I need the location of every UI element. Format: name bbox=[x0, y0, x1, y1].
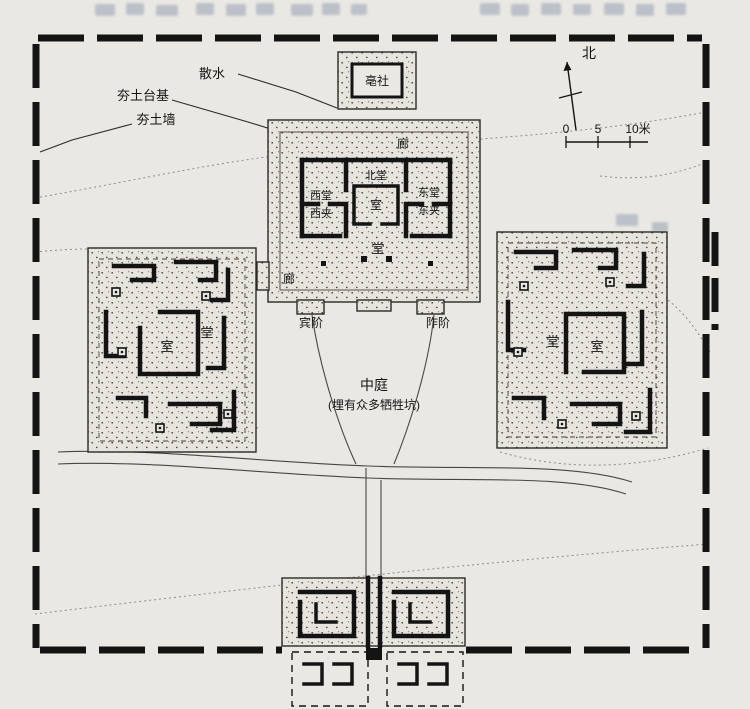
center-room-label: 室 bbox=[370, 197, 382, 212]
west-building: 室 堂 bbox=[87, 247, 257, 453]
scale-bar: 0 5 10米 bbox=[563, 122, 651, 148]
outer-enclosure-wall bbox=[32, 34, 719, 654]
corridor-left-label: 廊 bbox=[283, 271, 295, 286]
shrine-structure: 亳社 bbox=[337, 51, 417, 110]
shrine-walls bbox=[350, 62, 404, 99]
center-steps-tab bbox=[356, 299, 392, 312]
east-building: 堂 室 bbox=[496, 231, 668, 449]
west-building-room-label: 室 bbox=[160, 339, 173, 354]
north-label: 北 bbox=[582, 45, 596, 61]
east-building-column-bases bbox=[513, 277, 641, 429]
north-arrow: 北 bbox=[558, 45, 596, 131]
south-gate bbox=[281, 575, 466, 707]
sanshui-label: 散水 bbox=[199, 66, 225, 81]
scale-tick-5: 5 bbox=[595, 122, 602, 136]
bleed-through-marks bbox=[95, 3, 686, 232]
gate-south-annex-west bbox=[291, 651, 369, 707]
east-hall-label: 东堂 bbox=[418, 186, 440, 199]
north-arrow-tick bbox=[558, 91, 583, 99]
west-building-column-bases bbox=[111, 287, 233, 433]
hangtu-qiang-label: 夯土墙 bbox=[136, 112, 175, 127]
gate-threshold-block bbox=[366, 648, 382, 660]
annotation-hangtu-qiang: 夯土墙 bbox=[39, 112, 176, 153]
scale-tick-10: 10米 bbox=[625, 122, 650, 136]
east-building-walls bbox=[505, 247, 653, 435]
hall-label: 堂 bbox=[371, 241, 384, 256]
scale-tick-0: 0 bbox=[563, 122, 570, 136]
annotation-sanshui: 散水 bbox=[199, 66, 338, 109]
east-chamber-label: 东夹 bbox=[418, 204, 440, 217]
host-steps-tab bbox=[416, 299, 445, 315]
gate-south-annex-east bbox=[386, 651, 464, 707]
east-building-hall-label: 堂 bbox=[546, 334, 559, 349]
north-hall-label: 北堂 bbox=[365, 169, 387, 182]
hangtu-taiji-label: 夯土台基 bbox=[117, 88, 169, 103]
gate-walls bbox=[297, 575, 451, 649]
sanshui-leader-line bbox=[237, 73, 338, 109]
courtyard-note: (埋有众多牺牲坑) bbox=[328, 397, 420, 412]
guest-steps-label: 宾阶 bbox=[299, 315, 323, 330]
main-hall-column-bases bbox=[321, 256, 433, 266]
hangtu-qiang-leader-line bbox=[39, 123, 133, 153]
west-building-walls bbox=[103, 259, 237, 433]
east-building-room-label: 室 bbox=[590, 339, 603, 354]
west-building-eave-line bbox=[98, 258, 246, 442]
west-building-hall-label: 堂 bbox=[200, 325, 213, 340]
main-hall-walls bbox=[299, 157, 453, 239]
main-hall-complex: 廊 廊 北堂 西堂 室 东堂 西夹 东夹 堂 宾阶 阼阶 bbox=[256, 119, 481, 330]
host-steps-label: 阼阶 bbox=[426, 315, 450, 330]
west-hall-label: 西堂 bbox=[310, 189, 332, 202]
corridor-top-label: 廊 bbox=[397, 136, 409, 151]
north-arrow-head bbox=[563, 62, 572, 71]
courtyard-label-group: 中庭 (埋有众多牺牲坑) bbox=[328, 377, 420, 412]
main-hall-corridor-line bbox=[279, 131, 469, 291]
shrine-label: 亳社 bbox=[365, 73, 389, 88]
guest-steps-tab bbox=[296, 299, 325, 315]
north-arrow-line bbox=[566, 61, 577, 131]
courtyard-title: 中庭 bbox=[360, 377, 388, 393]
west-chamber-label: 西夹 bbox=[310, 207, 332, 220]
west-corridor-tab bbox=[256, 261, 270, 291]
